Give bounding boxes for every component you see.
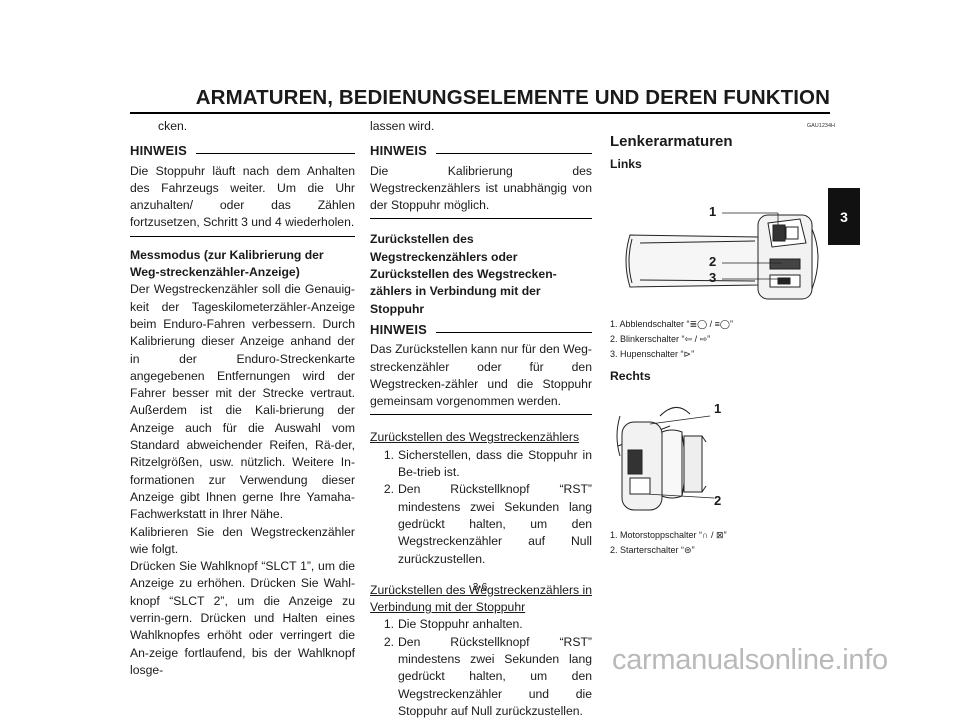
headlight-dimmer-icon: ≣◯ / ≡◯	[689, 319, 731, 330]
label-links: Links	[610, 157, 642, 171]
callout-1: 1	[714, 400, 722, 416]
continued-text: lassen wird.	[370, 119, 435, 133]
page-number: 3-6	[472, 582, 488, 593]
column-1: cken. HINWEIS Die Stoppuhr läuft nach de…	[130, 118, 355, 679]
figure-right-handlebar: 1 2	[610, 386, 835, 524]
subheading-wegstreckenzaehler: Zurückstellen des Wegstreckenzählers	[370, 430, 580, 445]
section-heading-messmodus: Messmodus (zur Kalibrierung der Weg-stre…	[130, 247, 324, 280]
note-text: Das Zurückstellen kann nur für den Weg-s…	[370, 342, 592, 409]
column-3: GAU1234H Lenkerarmaturen Links	[610, 118, 835, 558]
horn-icon: ⊳	[683, 349, 692, 360]
callout-3: 3	[709, 270, 717, 286]
note-text: Die Kalibrierung des Wegstreckenzählers …	[370, 163, 592, 213]
note-end-rule	[370, 414, 592, 416]
section-heading-zurueckstellen: Zurückstellen des Wegstreckenzählers ode…	[370, 232, 557, 316]
paragraph-druecken: Drücken Sie Wahlknopf “SLCT 1”, um die A…	[130, 559, 355, 677]
note-heading: HINWEIS	[370, 321, 592, 338]
note-heading: HINWEIS	[370, 142, 592, 159]
column-2: lassen wird. HINWEIS Die Kalibrierung de…	[370, 118, 592, 720]
legend-item: 1. Abblendschalter “≣◯ / ≡◯”	[610, 319, 734, 330]
note-text: Die Stoppuhr läuft nach dem Anhalten des…	[130, 163, 355, 230]
note-end-rule	[130, 235, 355, 237]
section-heading-lenkerarmaturen: Lenkerarmaturen	[610, 133, 733, 150]
legend-item: 1. Motorstoppschalter “∩ / ⊠”	[610, 529, 727, 540]
note-heading: HINWEIS	[130, 142, 355, 159]
label-rechts: Rechts	[610, 369, 651, 384]
starter-icon: ⊜	[684, 544, 692, 555]
legend-item: 3. Hupenschalter “⊳”	[610, 349, 695, 360]
step-item: 2.Den Rückstellknopf “RST” mindestens zw…	[383, 482, 592, 566]
step-item: 1.Sicherstellen, dass die Stoppuhr in Be…	[383, 447, 592, 480]
legend-item: 2. Blinkerschalter “⇦ / ⇨”	[610, 334, 711, 345]
paragraph-kalibrieren: Kalibrieren Sie den Wegstreckenzähler wi…	[130, 524, 355, 556]
figure-left-handlebar: 1 2 3	[610, 173, 835, 313]
callout-1: 1	[709, 204, 717, 220]
engine-stop-icon: ∩ / ⊠	[702, 529, 724, 540]
turn-signal-icon: ⇦ / ⇨	[684, 334, 708, 345]
header-rule	[130, 112, 830, 114]
callout-2: 2	[714, 492, 722, 508]
note-end-rule	[370, 218, 592, 220]
figure-legend-right: 1. Motorstoppschalter “∩ / ⊠” 2. Starter…	[610, 528, 835, 558]
chapter-tab: 3	[828, 188, 860, 245]
continued-text: cken.	[158, 119, 188, 133]
paragraph-messmodus: Der Wegstreckenzähler soll die Genauig-k…	[130, 282, 355, 522]
subheading-mit-stoppuhr: Zurückstellen des Wegstreckenzählers in …	[370, 582, 592, 615]
callout-2: 2	[709, 254, 717, 270]
watermark: carmanualsonline.info	[612, 644, 888, 676]
step-item: 1.Die Stoppuhr anhalten.	[383, 617, 523, 632]
legend-item: 2. Starterschalter “⊜”	[610, 544, 695, 555]
reference-code: GAU1234H	[806, 123, 835, 129]
figure-legend-left: 1. Abblendschalter “≣◯ / ≡◯” 2. Blinkers…	[610, 317, 835, 362]
left-handlebar-illustration	[625, 212, 819, 300]
page-header-title: ARMATUREN, BEDIENUNGSELEMENTE UND DEREN …	[195, 86, 830, 109]
right-handlebar-illustration	[616, 406, 715, 511]
step-item: 2.Den Rückstellknopf “RST” mindestens zw…	[383, 634, 592, 718]
